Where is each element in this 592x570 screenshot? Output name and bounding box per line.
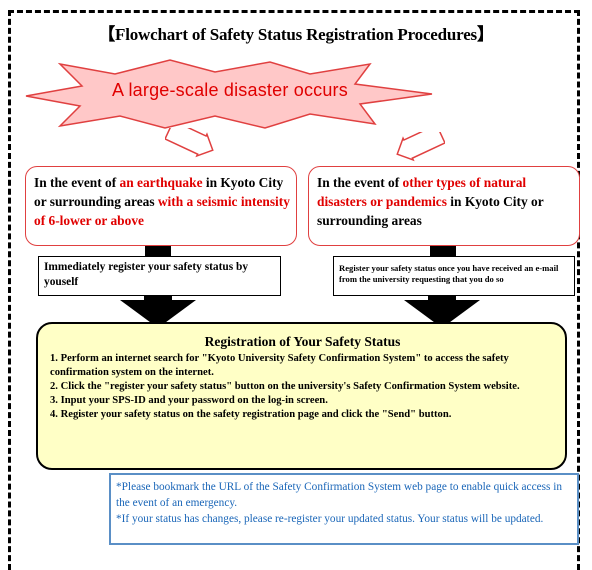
- registration-step-3: 3. Input your SPS-ID and your password o…: [50, 395, 328, 406]
- explosion-shape: [25, 59, 433, 129]
- registration-step-1: 1. Perform an internet search for "Kyoto…: [50, 353, 509, 378]
- right-connector: [430, 246, 456, 258]
- self-register-box: Immediately register your safety status …: [38, 256, 281, 296]
- registration-step-4: 4. Register your safety status on the sa…: [50, 409, 452, 420]
- flowchart-title: 【Flowchart of Safety Status Registration…: [98, 25, 494, 44]
- notes-box: *Please bookmark the URL of the Safety C…: [109, 473, 579, 545]
- self-register-text: Immediately register your safety status …: [44, 261, 249, 288]
- left-connector: [145, 246, 171, 258]
- email-register-text: Register your safety status once you hav…: [339, 263, 559, 284]
- other-case-pre: In the event of: [317, 175, 403, 190]
- left-arrow-icon: [165, 128, 214, 158]
- registration-title: Registration of Your Safety Status: [204, 334, 401, 349]
- disaster-label: A large-scale disaster occurs: [112, 80, 348, 100]
- right-arrow-icon: [396, 132, 445, 162]
- registration-box: Registration of Your Safety Status 1. Pe…: [36, 322, 567, 470]
- other-case-mid: in Kyoto City or surrounding areas: [317, 194, 544, 228]
- earthquake-case-mid: in Kyoto City or surrounding areas: [34, 175, 284, 209]
- earthquake-case-pre: In the event of: [34, 175, 120, 190]
- earthquake-case-box: In the event of an earthquake in Kyoto C…: [25, 166, 297, 246]
- registration-step-2: 2. Click the "register your safety statu…: [50, 381, 520, 392]
- down-arrow-left-icon: [120, 296, 196, 328]
- down-arrow-right-icon: [404, 296, 480, 328]
- note-bookmark: *Please bookmark the URL of the Safety C…: [116, 481, 563, 509]
- seismic-intensity-highlight: with a seismic intensity of 6-lower or a…: [34, 194, 290, 228]
- dashed-frame: [8, 10, 580, 570]
- other-disasters-case-box: In the event of other types of natural d…: [308, 166, 580, 246]
- earthquake-highlight: an earthquake: [119, 175, 203, 190]
- other-disasters-highlight: other types of natural disasters or pand…: [317, 175, 527, 209]
- email-register-box: Register your safety status once you hav…: [333, 256, 575, 296]
- note-reregister: *If your status has changes, please re-r…: [116, 513, 544, 525]
